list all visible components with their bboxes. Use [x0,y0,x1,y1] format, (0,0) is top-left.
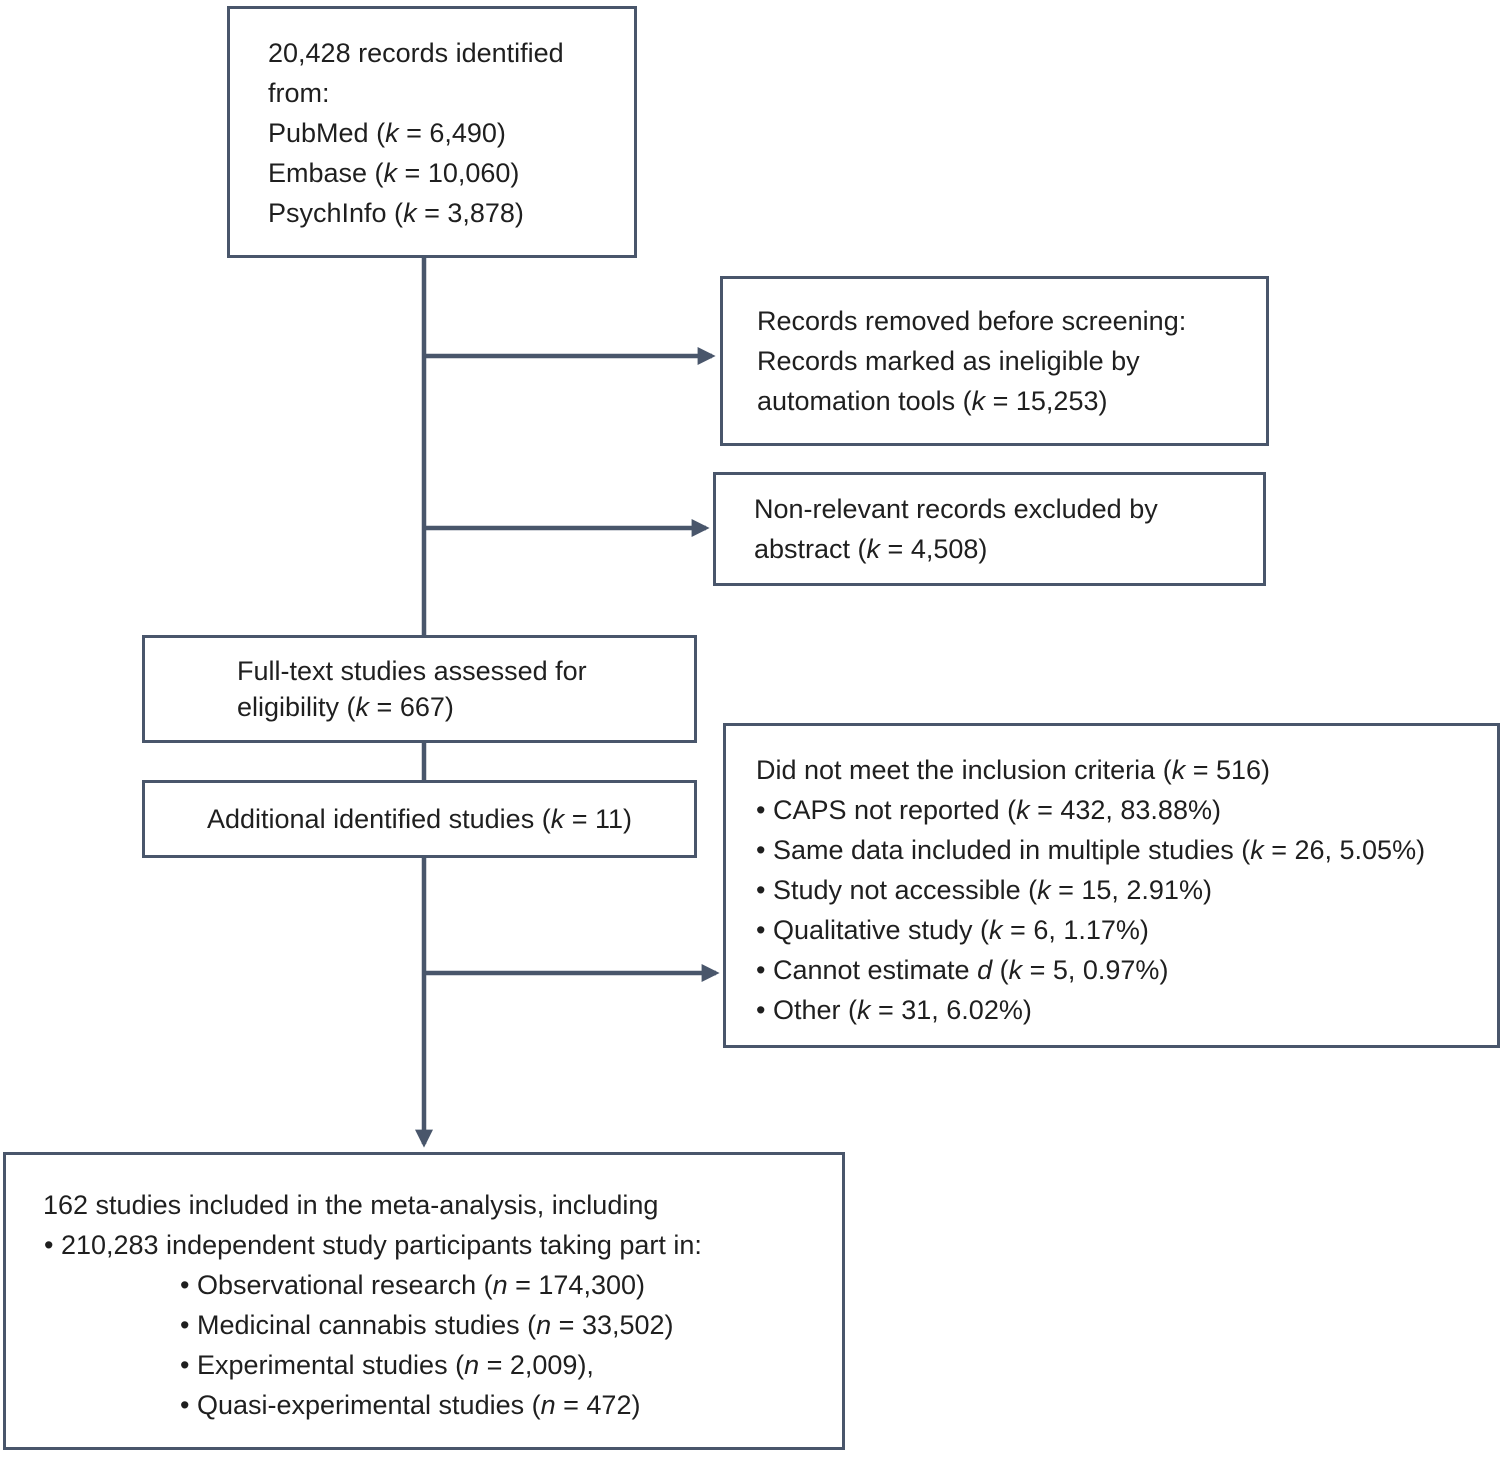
box-records-identified: 20,428 records identified from: PubMed (k … [227,6,637,258]
text-line: • Other (k = 31, 6.02%) [756,995,1032,1025]
included-participants-line: • 210,283 independent study participants… [44,1230,702,1260]
box-did-not-meet-criteria: Did not meet the inclusion criteria (k =… [723,723,1500,1048]
text-line: • Quasi-experimental studies (n = 472) [180,1390,641,1420]
text-line: Records marked as ineligible by [757,346,1140,376]
box-full-text-assessed: Full-text studies assessed for eligibilit… [142,635,697,743]
included-study-type-list: • Observational research (n = 174,300) • … [180,1265,832,1425]
text-line: automation tools (k = 15,253) [757,386,1108,416]
box-records-removed-before-screening: Records removed before screening: Records… [720,276,1269,446]
text-line: Non-relevant records excluded by [754,494,1158,524]
criteria-bullet-list: • CAPS not reported (k = 432, 83.88%) • S… [756,790,1487,1030]
text-line: 20,428 records identified [268,38,564,68]
text-line: Additional identified studies (k = 11) [206,804,632,834]
box-included-in-meta-analysis: 162 studies included in the meta-analysi… [3,1152,845,1450]
text-line: • Observational research (n = 174,300) [180,1270,645,1300]
text-line: • Same data included in multiple studies… [756,835,1426,865]
text-line: • Medicinal cannabis studies (n = 33,502… [180,1310,674,1340]
text-line: abstract (k = 4,508) [754,534,988,564]
text-line: PsychInfo (k = 3,878) [268,198,524,228]
text-line: • Cannot estimate d (k = 5, 0.97%) [756,955,1169,985]
included-summary-line: 162 studies included in the meta-analysi… [43,1190,659,1220]
text-line: • CAPS not reported (k = 432, 83.88%) [756,795,1221,825]
criteria-title: Did not meet the inclusion criteria (k =… [756,755,1270,785]
text-line: Full-text studies assessed for [237,656,587,686]
text-line: • Qualitative study (k = 6, 1.17%) [756,915,1149,945]
box-additional-studies: Additional identified studies (k = 11) [142,780,697,858]
text-line: • Study not accessible (k = 15, 2.91%) [756,875,1212,905]
text-line: Embase (k = 10,060) [268,158,520,188]
text-line: • Experimental studies (n = 2,009), [180,1350,594,1380]
text-line: from: [268,78,330,108]
text-line: eligibility (k = 667) [237,692,454,722]
text-line: Records removed before screening: [757,306,1187,336]
text-line: PubMed (k = 6,490) [268,118,506,148]
box-excluded-by-abstract: Non-relevant records excluded by abstract… [713,472,1266,586]
